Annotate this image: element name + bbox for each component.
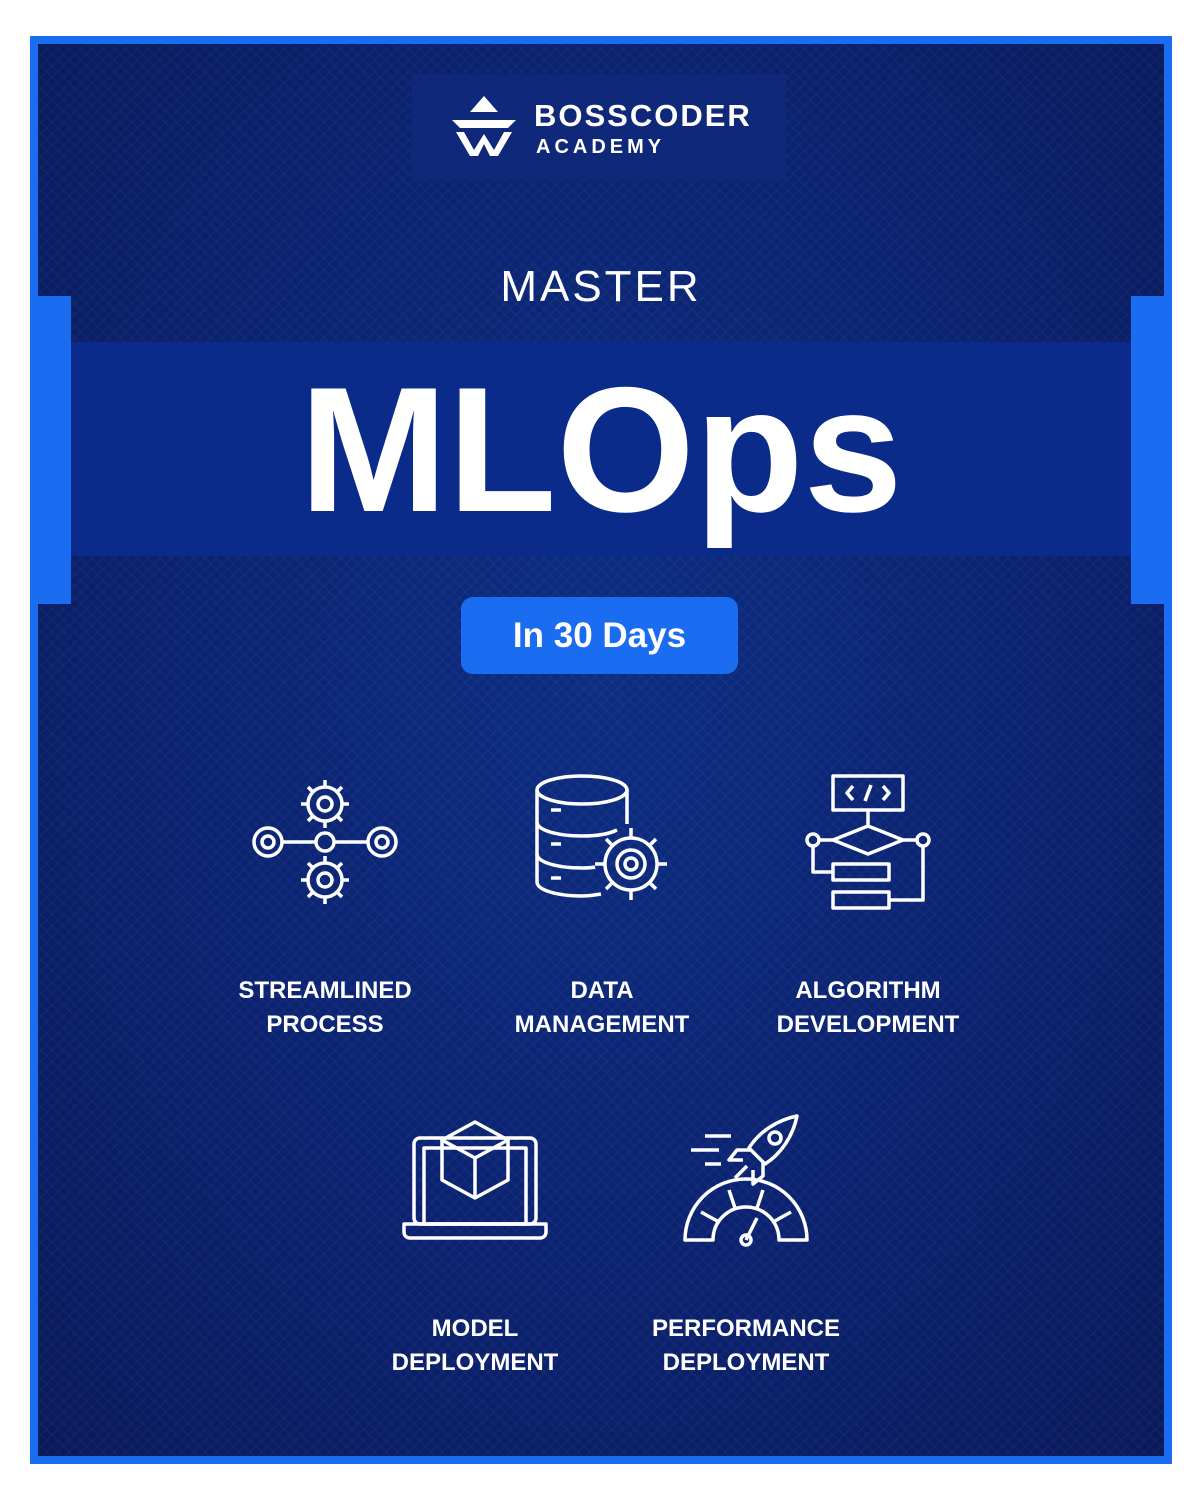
feature-data-management: DATA MANAGEMENT bbox=[472, 772, 732, 1042]
left-accent-bar bbox=[38, 296, 71, 604]
brand-subtitle: ACADEMY bbox=[536, 136, 666, 158]
rocket-gauge-icon bbox=[683, 1114, 809, 1247]
brand-name: BOSSCODER bbox=[534, 98, 752, 133]
feature-label: STREAMLINED PROCESS bbox=[238, 977, 412, 1038]
feature-streamlined-process: STREAMLINED PROCESS bbox=[195, 772, 455, 1042]
feature-label: ALGORITHM DEVELOPMENT bbox=[776, 977, 960, 1038]
feature-label: MODEL DEPLOYMENT bbox=[391, 1315, 559, 1376]
code-flowchart-icon bbox=[805, 774, 931, 910]
main-title: MLOps bbox=[299, 350, 903, 549]
bosscoder-logo-icon bbox=[452, 96, 516, 156]
duration-badge: In 30 Days bbox=[461, 597, 738, 674]
feature-label: PERFORMANCE DEPLOYMENT bbox=[651, 1315, 840, 1376]
database-gear-icon bbox=[535, 774, 667, 900]
feature-performance-deployment: PERFORMANCE DEPLOYMENT bbox=[616, 1110, 876, 1380]
feature-algorithm-development: ALGORITHM DEVELOPMENT bbox=[738, 772, 998, 1042]
gears-pipeline-icon bbox=[252, 780, 398, 904]
poster-panel: BOSSCODER ACADEMY MASTER MLOps In 30 Day… bbox=[38, 44, 1164, 1456]
right-accent-bar bbox=[1131, 296, 1164, 604]
brand-logo: BOSSCODER ACADEMY bbox=[412, 74, 786, 180]
title-band bbox=[71, 342, 1131, 556]
laptop-cube-icon bbox=[402, 1120, 548, 1240]
feature-model-deployment: MODEL DEPLOYMENT bbox=[345, 1110, 605, 1380]
feature-label: DATA MANAGEMENT bbox=[514, 977, 690, 1038]
kicker-text: MASTER bbox=[500, 262, 702, 311]
